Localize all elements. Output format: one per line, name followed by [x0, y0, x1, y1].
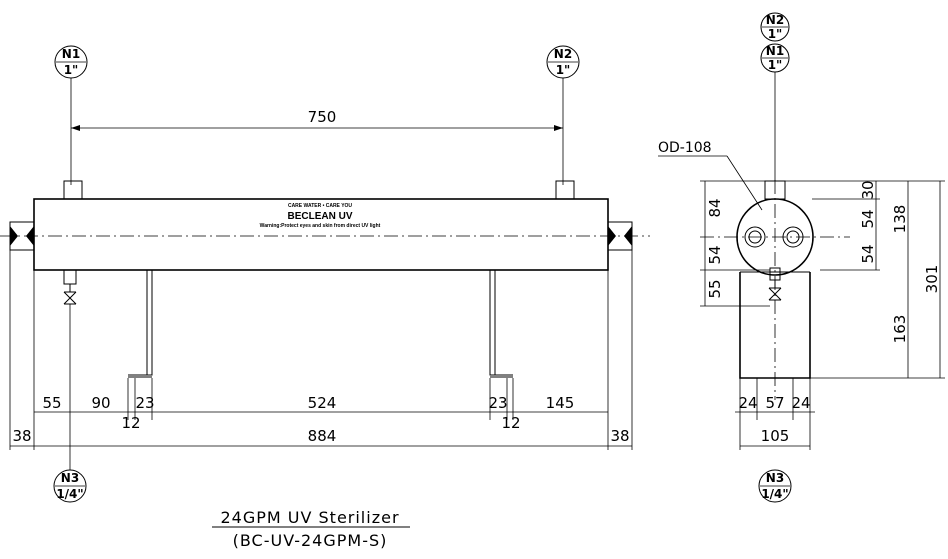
dim-90: 90 [91, 394, 110, 412]
dim-301: 301 [923, 265, 941, 294]
dim-38-right: 38 [610, 427, 629, 445]
inlet-nozzle [63, 180, 83, 200]
dim-145: 145 [546, 394, 575, 412]
dim-105: 105 [761, 427, 790, 445]
svg-text:1": 1" [768, 27, 783, 41]
n2-balloon-side: N2 1" [760, 12, 790, 42]
dim-163: 163 [891, 315, 909, 344]
brand-tagline: CARE WATER • CARE YOU [288, 203, 352, 209]
right-support [489, 269, 513, 378]
dim-24-left: 24 [738, 394, 757, 412]
right-end-cap [607, 221, 633, 251]
n1-id-label: N1 [62, 47, 80, 61]
dim-24-right: 24 [791, 394, 810, 412]
dim-138: 138 [891, 205, 909, 234]
n3-balloon-side: N3 1/4" [758, 469, 792, 503]
dim-23-left: 23 [135, 394, 154, 412]
dim-38-left: 38 [12, 427, 31, 445]
drain-valve [63, 269, 77, 320]
side-support [739, 272, 811, 379]
dim-54-b: 54 [859, 244, 877, 263]
drawing-model: (BC-UV-24GPM-S) [233, 531, 388, 550]
dim-884: 884 [308, 427, 337, 445]
n1-balloon-top: N1 1" [54, 45, 88, 79]
outlet-nozzle [555, 180, 575, 200]
front-view: N1 1" N2 1" 750 [0, 45, 650, 550]
dim-54-a: 54 [859, 209, 877, 228]
brand-warning: Warning:Protect eyes and skin from direc… [260, 223, 381, 229]
dim-30: 30 [859, 180, 877, 199]
n2-size-label: 1" [556, 63, 571, 77]
reactor-body [33, 198, 609, 271]
dim-55: 55 [42, 394, 61, 412]
dim-12-right: 12 [501, 414, 520, 432]
n3-size-label: 1/4" [56, 487, 83, 501]
n1-balloon-side: N1 1" [760, 43, 790, 73]
od-label: OD-108 [658, 140, 712, 156]
dim-12-left: 12 [121, 414, 140, 432]
dim-524: 524 [308, 394, 337, 412]
brand-name: BECLEAN UV [287, 211, 352, 222]
svg-text:1": 1" [768, 58, 783, 72]
n3-balloon-front: N3 1/4" [53, 469, 87, 503]
svg-text:N1: N1 [766, 44, 784, 58]
dim-84: 84 [706, 198, 724, 217]
left-end-cap [9, 221, 35, 251]
dim-750: 750 [308, 108, 337, 126]
n1-size-label: 1" [64, 63, 79, 77]
svg-text:N3: N3 [766, 471, 784, 485]
n2-id-label: N2 [554, 47, 572, 61]
dim-57: 57 [765, 394, 784, 412]
svg-text:1/4": 1/4" [761, 487, 788, 501]
dim-54-left: 54 [706, 245, 724, 264]
side-view: N2 1" N1 1" OD-108 [658, 12, 945, 503]
drawing-title: 24GPM UV Sterilizer [220, 508, 399, 527]
n2-balloon-top: N2 1" [546, 45, 580, 79]
dim-23-right: 23 [488, 394, 507, 412]
svg-text:N2: N2 [766, 13, 784, 27]
n3-id-label: N3 [61, 471, 79, 485]
left-support [128, 269, 153, 378]
dim-55-side: 55 [706, 279, 724, 298]
